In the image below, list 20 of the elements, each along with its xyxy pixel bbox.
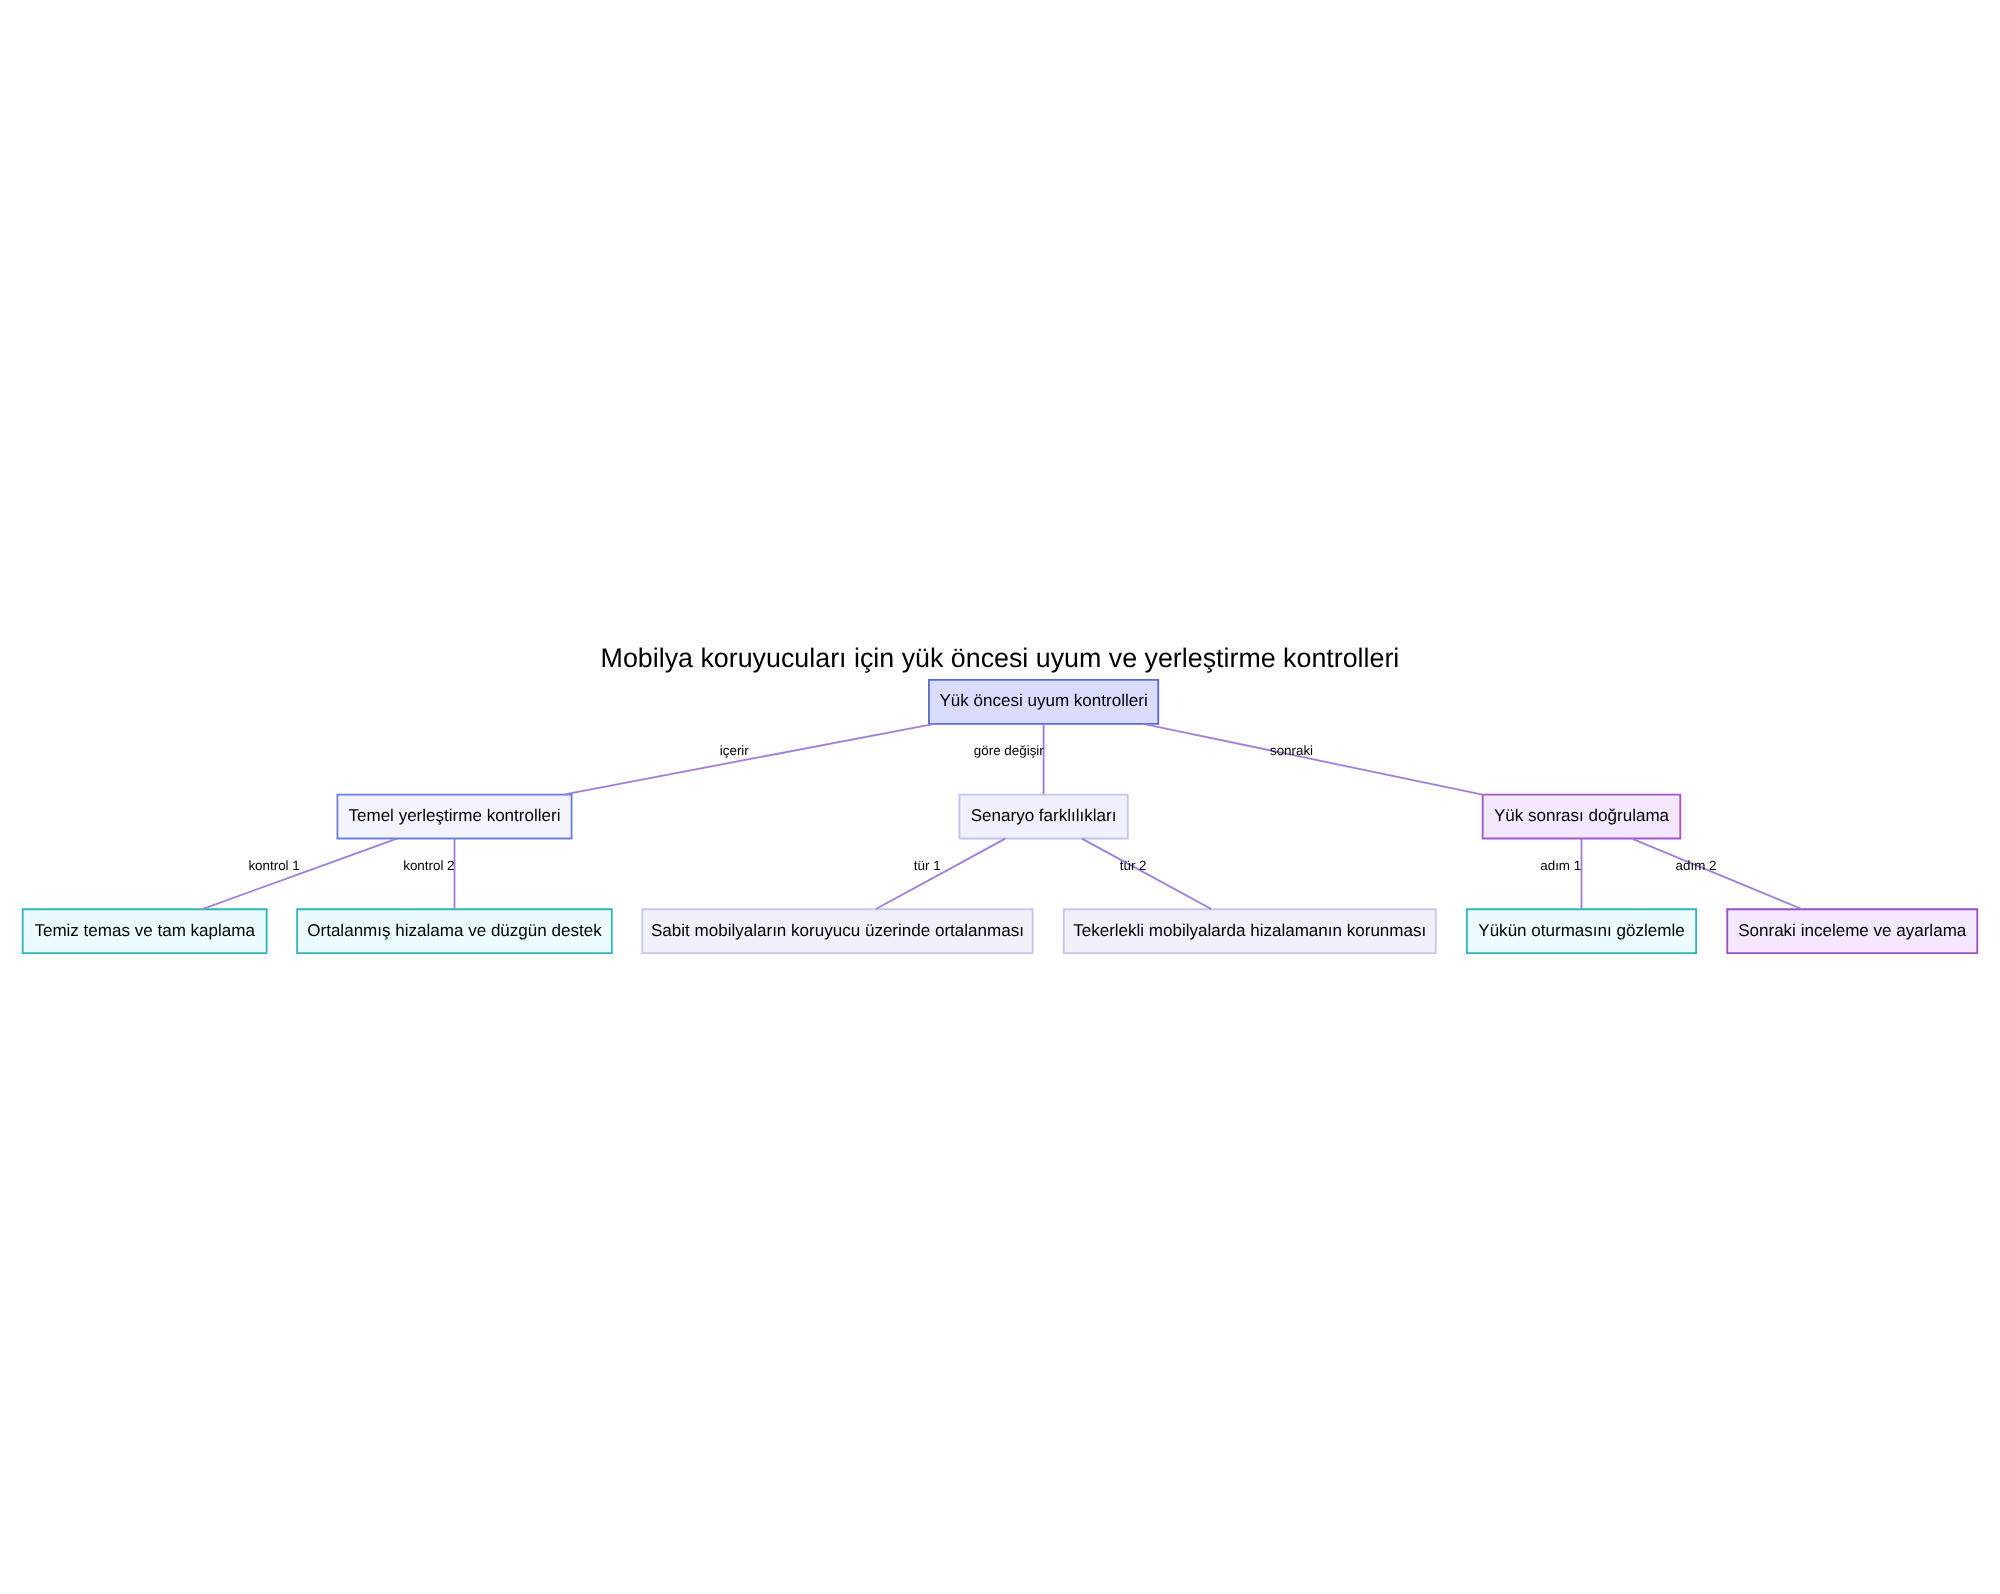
connector xyxy=(1042,723,1045,796)
node-box: Yükün oturmasını gözlemle xyxy=(1465,908,1698,955)
connector xyxy=(201,837,398,910)
connector xyxy=(562,722,936,796)
node-box: Sonraki inceleme ve ayarlama xyxy=(1726,908,1979,955)
connector xyxy=(453,837,456,910)
diagram-title: Mobilya koruyucuları için yük öncesi uyum ve yerleştirme kontrolleri xyxy=(600,643,1400,674)
connector xyxy=(1142,722,1484,796)
node-box: Senaryo farklılıkları xyxy=(958,793,1129,840)
node-box: Temiz temas ve tam kaplama xyxy=(21,908,268,955)
node-box: Sabit mobilyaların koruyucu üzerinde ortalanması xyxy=(641,908,1034,955)
node-box: Ortalanmış hizalama ve düzgün destek xyxy=(296,908,613,955)
node-box: Temel yerleştirme kontrolleri xyxy=(336,793,573,840)
node-box: Tekerlekli mobilyalarda hizalamanın korunması xyxy=(1062,908,1437,955)
connector xyxy=(1580,837,1583,910)
connector xyxy=(875,837,1007,910)
node-box: Yük öncesi uyum kontrolleri xyxy=(928,679,1160,725)
node-box: Yük sonrası doğrulama xyxy=(1481,793,1682,840)
connector xyxy=(1080,837,1213,910)
connector xyxy=(1630,837,1803,910)
